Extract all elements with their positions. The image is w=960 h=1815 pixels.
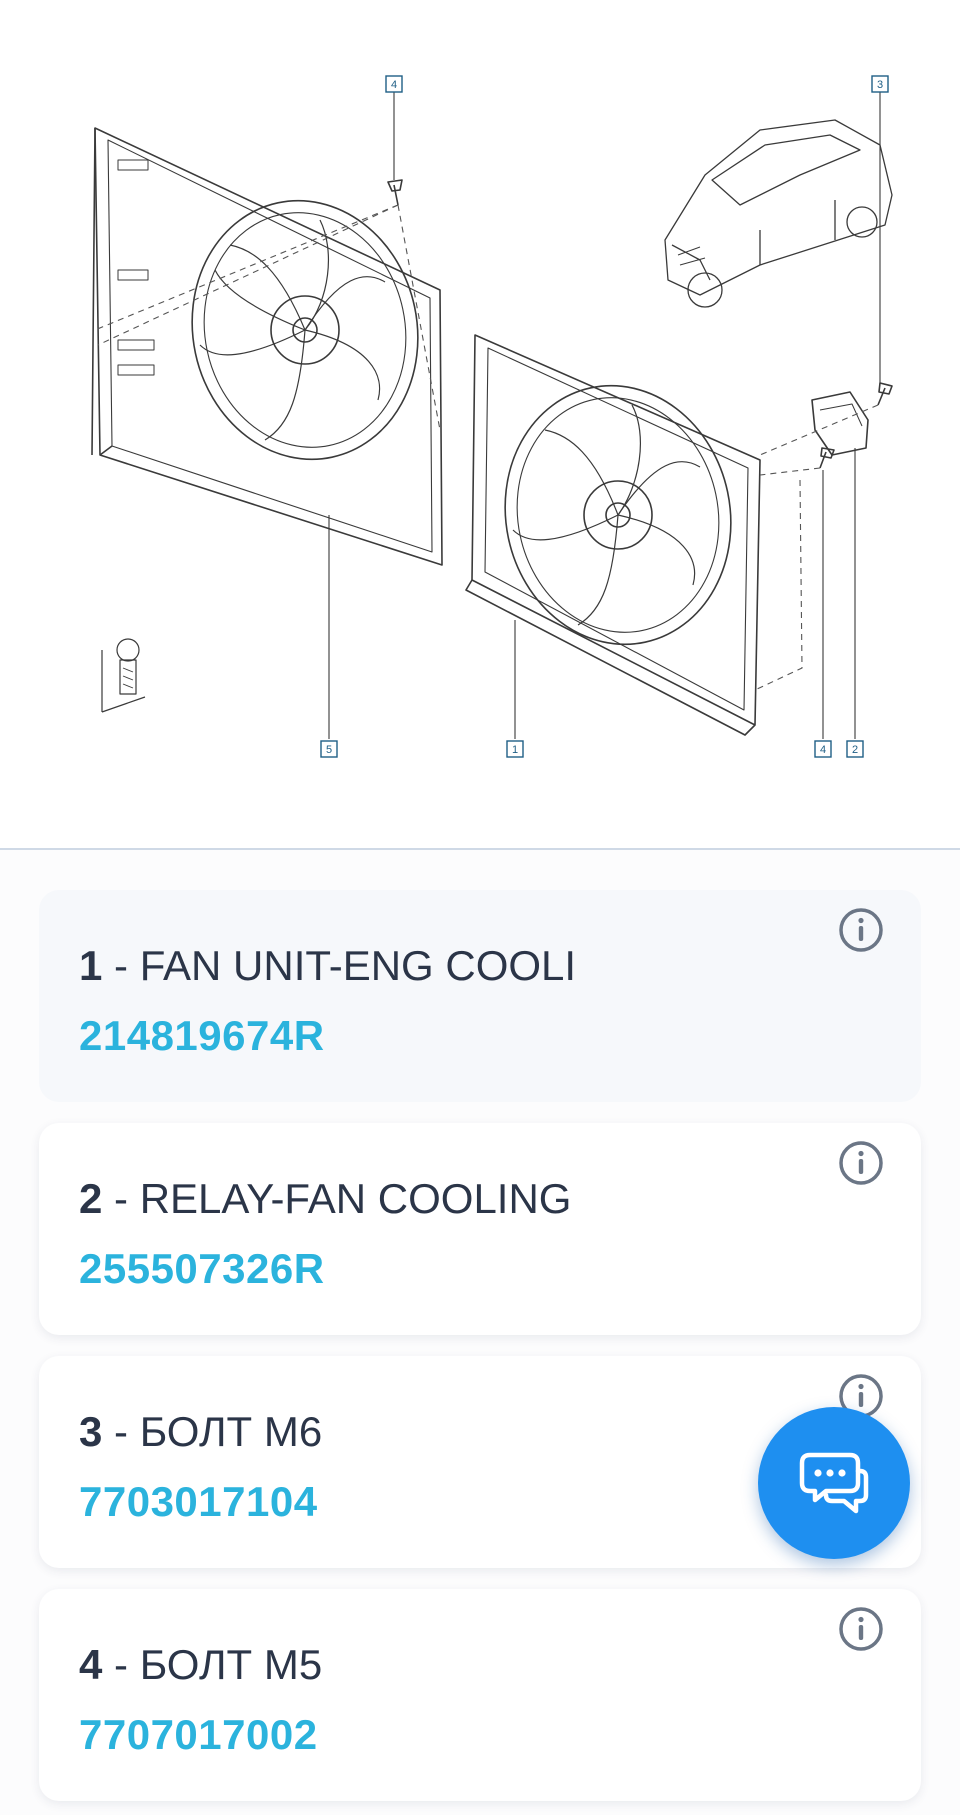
callout-label: 4 <box>391 79 397 91</box>
part-name: FAN UNIT-ENG COOLI <box>139 942 577 989</box>
section-divider <box>0 848 960 850</box>
callout-box-4-top[interactable] <box>385 75 403 93</box>
part-number: 3 <box>79 1408 103 1455</box>
car-location-icon <box>664 119 893 308</box>
callout-box-5[interactable] <box>320 740 338 758</box>
part-number: 4 <box>79 1641 103 1688</box>
bolt-top <box>387 179 403 206</box>
rear-shroud-frame <box>94 127 443 566</box>
part-number: 2 <box>79 1175 103 1222</box>
part-code[interactable]: 7707017002 <box>79 1711 318 1758</box>
callout-label: 2 <box>852 744 858 756</box>
rear-fan-ring <box>191 199 419 461</box>
chat-bubbles-icon <box>799 1452 869 1514</box>
exploded-parts-diagram[interactable]: 4 3 5 1 4 2 <box>0 0 960 848</box>
callout-box-3[interactable] <box>871 75 889 93</box>
callout-box-4-bottom[interactable] <box>814 740 832 758</box>
part-separator: - <box>102 1175 140 1222</box>
callout-label: 1 <box>512 744 518 756</box>
parts-list: 1 - FAN UNIT-ENG COOLI 214819674R 2 - RE… <box>39 890 921 1815</box>
part-title: 1 - FAN UNIT-ENG COOLI <box>79 942 576 990</box>
relay-part <box>811 391 869 456</box>
part-name: БОЛТ М6 <box>139 1408 323 1455</box>
part-card-4[interactable]: 4 - БОЛТ М5 7707017002 <box>39 1589 921 1801</box>
front-fan-ring <box>504 384 732 646</box>
callout-box-2[interactable] <box>846 740 864 758</box>
part-title: 4 - БОЛТ М5 <box>79 1641 322 1689</box>
part-code[interactable]: 255507326R <box>79 1245 325 1292</box>
callout-label: 4 <box>820 744 826 756</box>
part-code[interactable]: 214819674R <box>79 1012 325 1059</box>
chat-button[interactable] <box>758 1407 910 1559</box>
part-name: RELAY-FAN COOLING <box>139 1175 572 1222</box>
torque-symbol <box>101 638 146 713</box>
bolt-lower <box>819 447 835 469</box>
part-title: 2 - RELAY-FAN COOLING <box>79 1175 571 1223</box>
info-icon[interactable] <box>837 1139 885 1187</box>
part-title: 3 - БОЛТ М6 <box>79 1408 322 1456</box>
part-card-2[interactable]: 2 - RELAY-FAN COOLING 255507326R <box>39 1123 921 1335</box>
callout-label: 3 <box>877 79 883 91</box>
info-icon[interactable] <box>837 1605 885 1653</box>
part-separator: - <box>102 1641 140 1688</box>
info-icon[interactable] <box>837 906 885 954</box>
bolt-relay <box>877 382 893 406</box>
part-code[interactable]: 7703017104 <box>79 1478 318 1525</box>
part-card-1[interactable]: 1 - FAN UNIT-ENG COOLI 214819674R <box>39 890 921 1102</box>
part-separator: - <box>102 942 140 989</box>
part-separator: - <box>102 1408 140 1455</box>
callout-box-1[interactable] <box>506 740 524 758</box>
part-name: БОЛТ М5 <box>139 1641 323 1688</box>
callout-label: 5 <box>326 744 332 756</box>
diagram-drawing: 4 3 5 1 4 2 <box>91 75 893 758</box>
part-number: 1 <box>79 942 103 989</box>
